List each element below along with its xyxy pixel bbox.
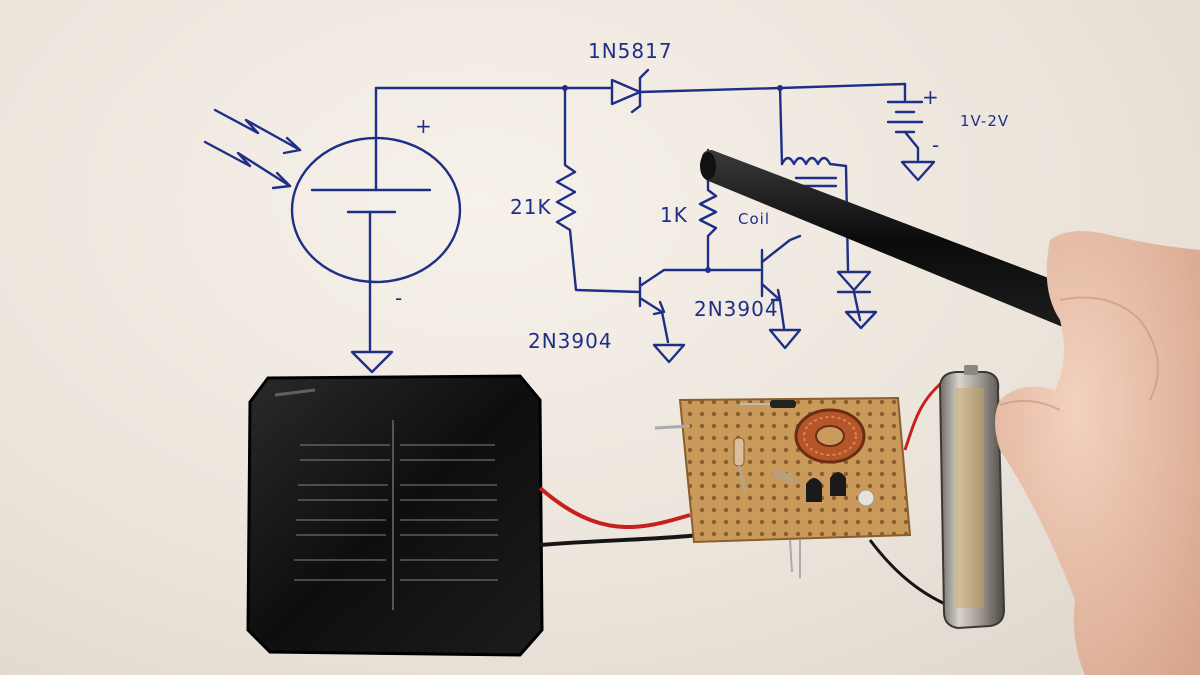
hand xyxy=(995,231,1200,675)
red-wire xyxy=(538,486,691,530)
ground-symbol-cell xyxy=(350,350,394,374)
battery-voltage-label: 1V-2V xyxy=(960,112,1009,130)
aa-battery xyxy=(938,365,1006,630)
cell-minus-label: - xyxy=(395,286,403,310)
light-ray-arrows xyxy=(203,108,302,190)
cell-plus-label: + xyxy=(415,114,433,138)
coil-note-label: Coil xyxy=(738,210,770,228)
transistor-2-symbol xyxy=(760,234,802,350)
battery-symbol xyxy=(886,82,936,182)
resistor-21k-label: 21K xyxy=(510,195,552,219)
perfboard-circuit xyxy=(654,396,912,578)
led-symbol xyxy=(836,270,878,330)
black-wire xyxy=(539,533,701,547)
battery-minus-label: - xyxy=(932,133,940,157)
resistor-21k-symbol xyxy=(555,86,642,294)
junction-dot xyxy=(705,267,711,273)
battery-plus-label: + xyxy=(922,85,940,109)
diode-label: 1N5817 xyxy=(588,39,673,63)
transistor-2-label: 2N3904 xyxy=(694,297,779,321)
battery-red-wire xyxy=(903,378,946,451)
solar-cell-symbol xyxy=(290,86,462,352)
solar-panel xyxy=(246,374,544,657)
resistor-1k-symbol xyxy=(698,148,762,272)
transistor-1-label: 2N3904 xyxy=(528,329,613,353)
transistor-1-symbol xyxy=(638,268,710,364)
resistor-1k-label: 1K xyxy=(660,203,688,227)
